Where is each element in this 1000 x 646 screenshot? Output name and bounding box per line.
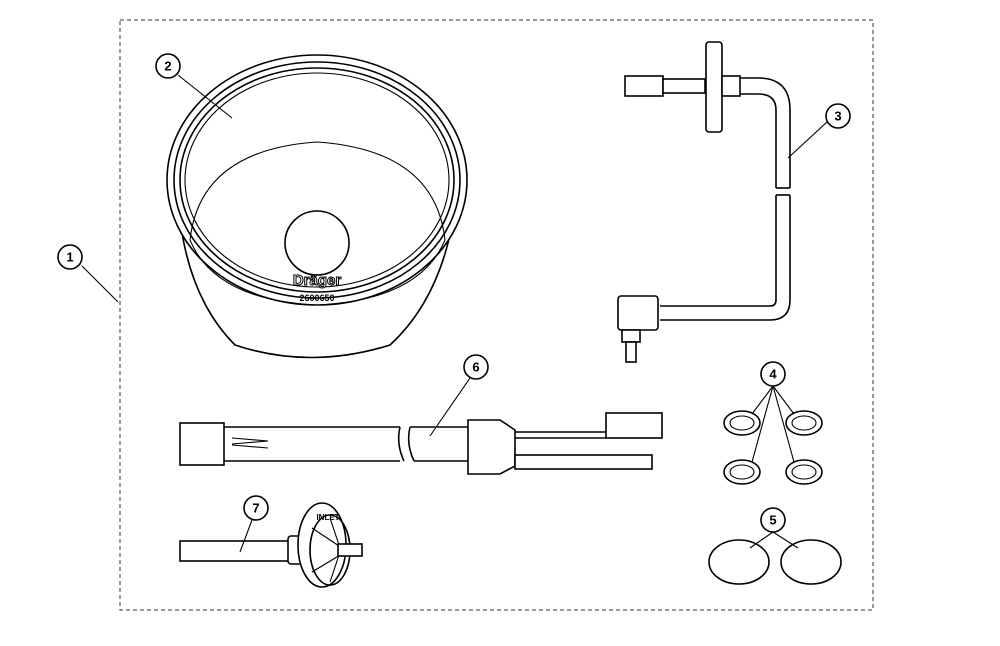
- leader-lines: [81, 74, 828, 553]
- svg-text:4: 4: [769, 367, 777, 382]
- callout-6: 6: [463, 354, 489, 380]
- bowl-brand-logo: Dräger: [293, 272, 342, 289]
- callout-4: 4: [760, 361, 786, 387]
- kit-boundary: [119, 19, 874, 611]
- callout-2: 2: [155, 53, 181, 79]
- callout-3: 3: [825, 103, 851, 129]
- hose-part: [179, 412, 663, 475]
- svg-text:1: 1: [66, 250, 73, 265]
- filter-part: INLET: [179, 502, 363, 588]
- discs-part: [708, 539, 842, 585]
- bowl-part: Dräger 2600650: [166, 54, 468, 359]
- svg-text:3: 3: [834, 109, 841, 124]
- tube-assembly-part: [617, 41, 791, 363]
- callout-1: 1: [57, 244, 83, 270]
- callout-7: 7: [243, 495, 269, 521]
- svg-text:7: 7: [252, 501, 259, 516]
- o-rings-part: [723, 410, 823, 485]
- svg-text:2: 2: [164, 59, 171, 74]
- callout-5: 5: [760, 507, 786, 533]
- filter-inlet-label: INLET: [316, 513, 339, 522]
- svg-text:6: 6: [472, 360, 479, 375]
- svg-text:5: 5: [769, 513, 776, 528]
- bowl-part-number: 2600650: [299, 293, 334, 303]
